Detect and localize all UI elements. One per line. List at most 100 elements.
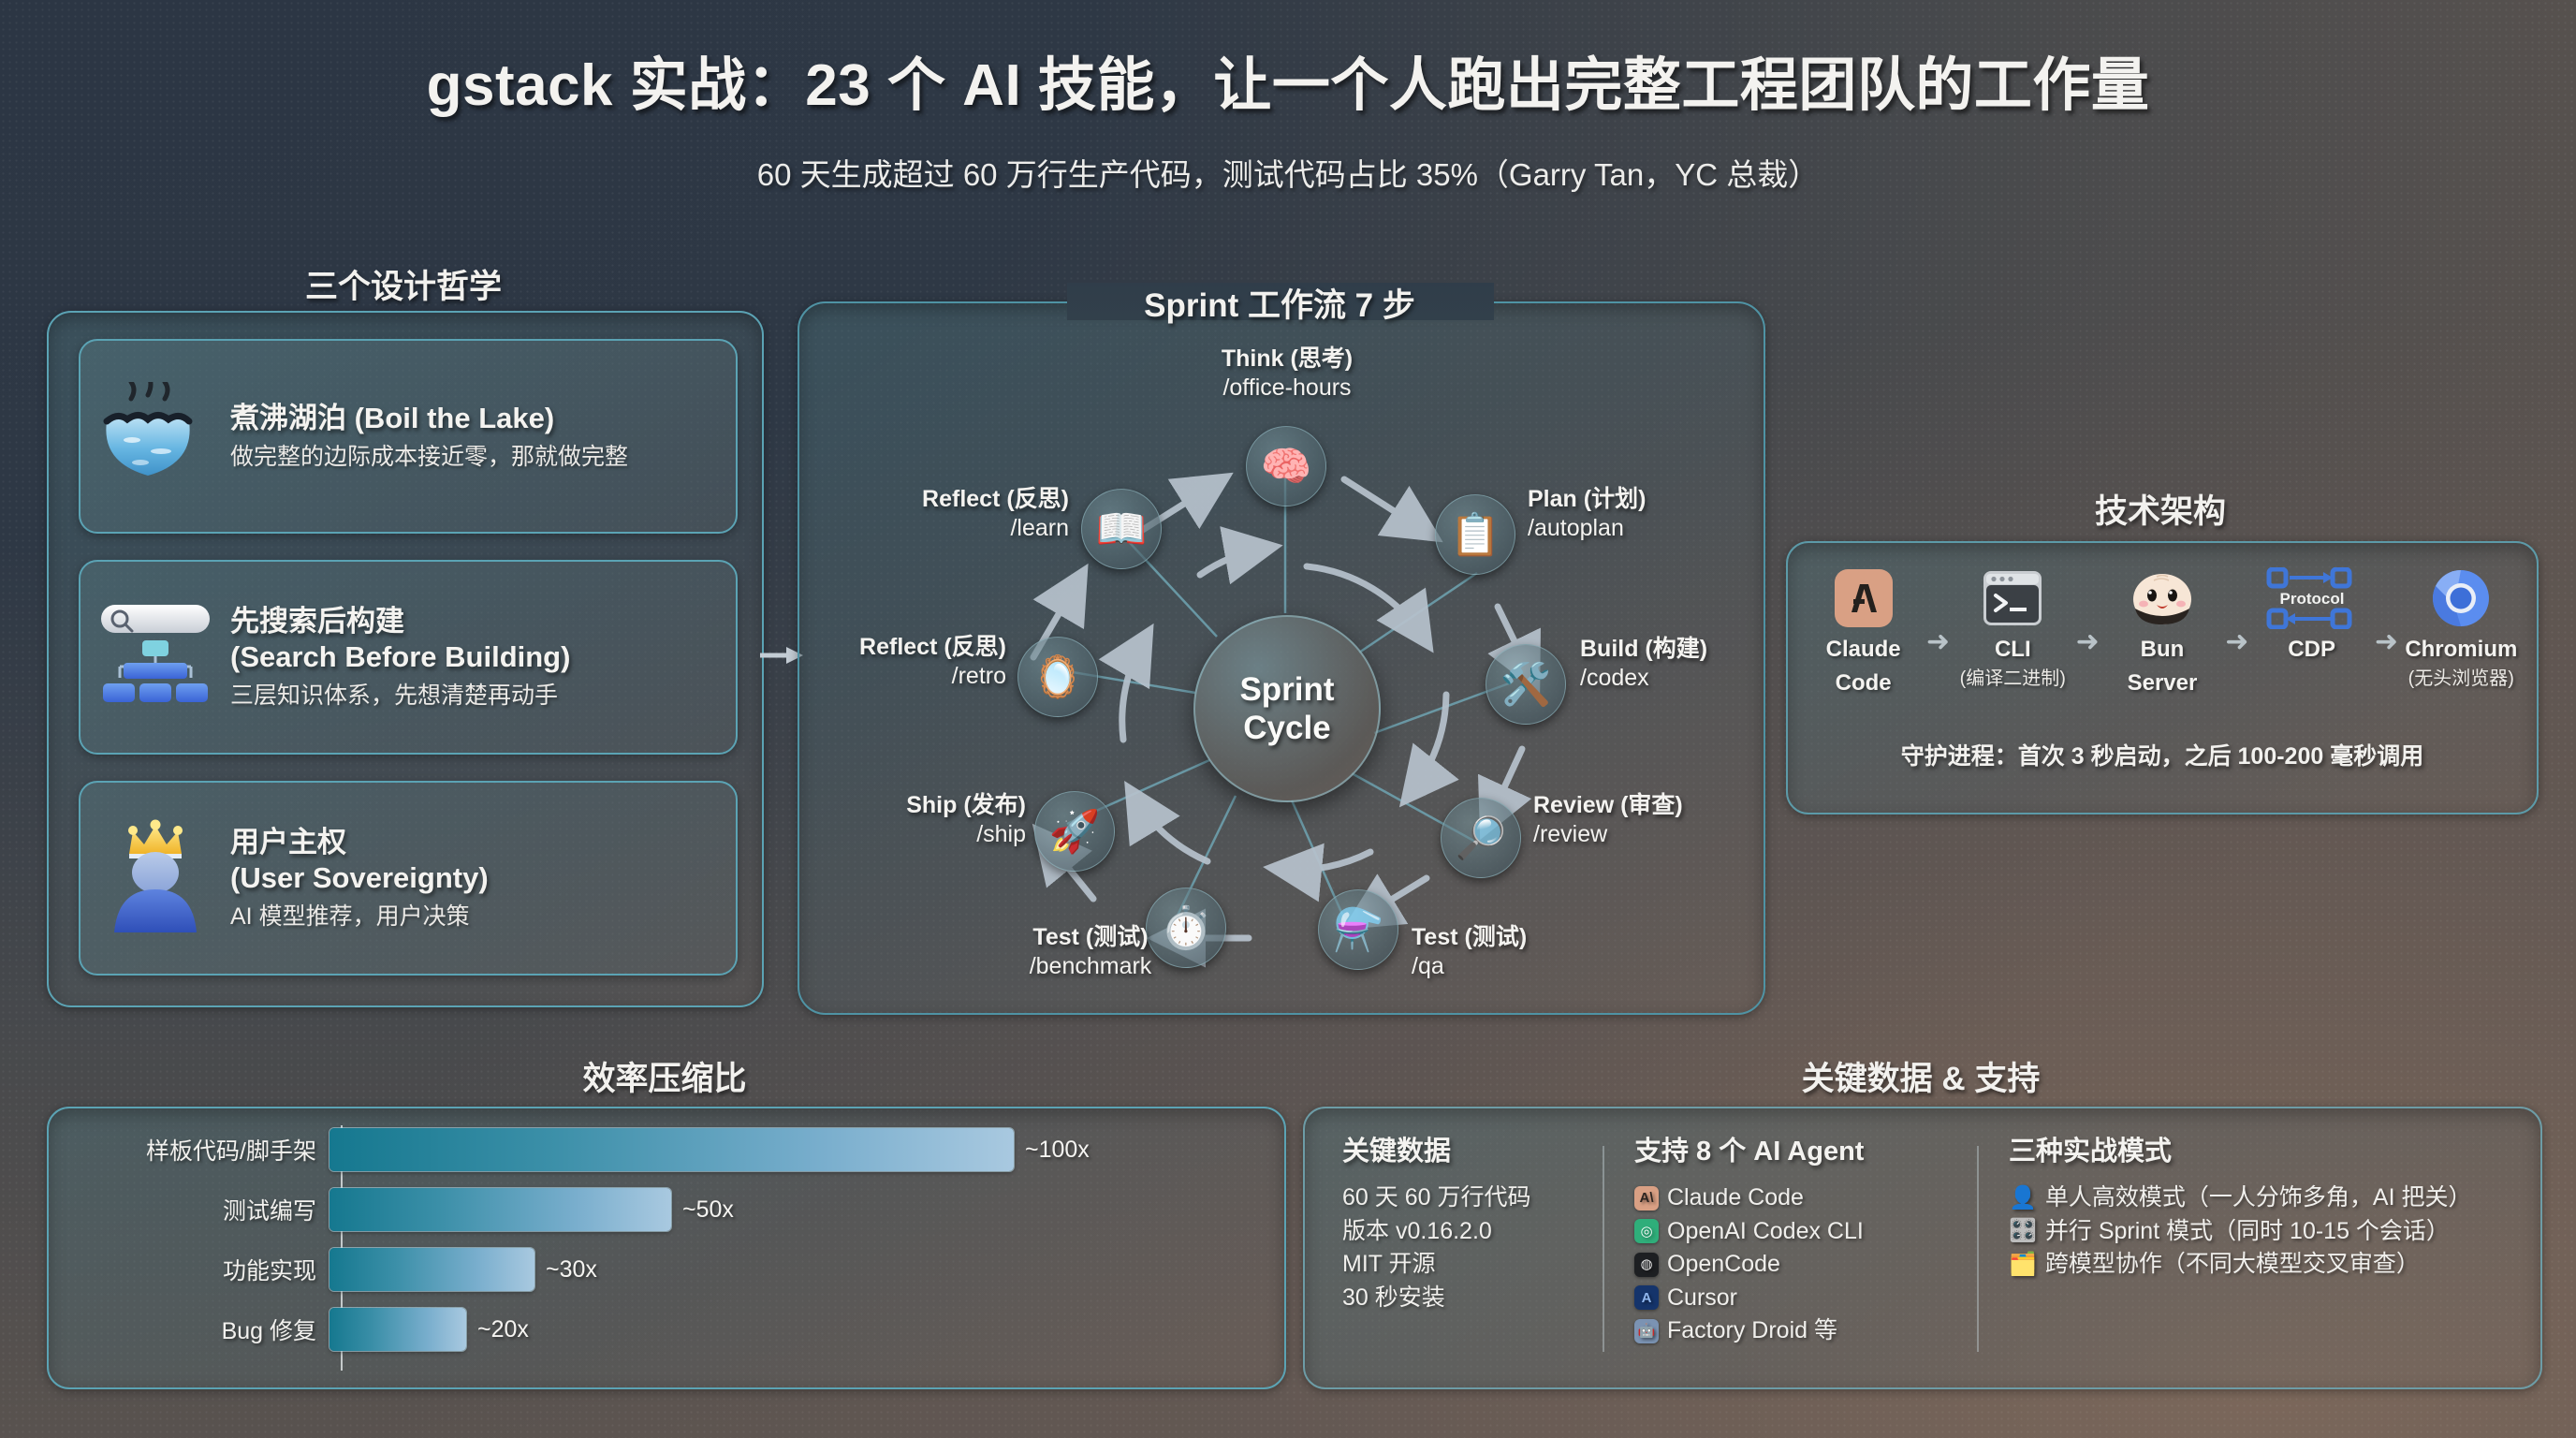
mode-list-item[interactable]: 👤单人高效模式（一人分饰多角，AI 把关） [2009, 1181, 2514, 1215]
agent-list-item[interactable]: ◍OpenCode [1634, 1248, 1962, 1282]
sprint-node-review[interactable]: 🔎 [1441, 798, 1521, 878]
keydata-col3-list: 👤单人高效模式（一人分饰多角，AI 把关）🎛️并行 Sprint 模式（同时 1… [2009, 1181, 2514, 1282]
chart-value-label: ~50x [682, 1196, 734, 1223]
anthropic-logo-icon [1802, 567, 1925, 629]
hub-line-2: Cycle [1243, 710, 1331, 746]
tech-item-claude-code[interactable]: Claude Code [1802, 567, 1925, 697]
bun-logo-icon [2100, 567, 2224, 629]
search-hierarchy-icon [80, 601, 230, 714]
tech-pipeline: Claude Code ➜ CLI (编译二进制) [1788, 567, 2537, 697]
chart-category-label: Bug 修复 [221, 1318, 316, 1344]
keydata-column-modes: 三种实战模式 👤单人高效模式（一人分饰多角，AI 把关）🎛️并行 Sprint … [2009, 1129, 2514, 1282]
keydata-stat-item: 版本 v0.16.2.0 [1342, 1217, 1492, 1244]
agent-label: Cursor [1667, 1284, 1738, 1311]
magnifier-code-icon: 🔎 [1455, 815, 1507, 861]
tech-daemon-note: 守护进程：首次 3 秒启动，之后 100-200 毫秒调用 [1900, 743, 2424, 770]
philosophy-card-sub: 做完整的边际成本接近零，那就做完整 [230, 443, 629, 470]
anthropic-logo-icon: A\ [1634, 1185, 1659, 1211]
keydata-col3-heading: 三种实战模式 [2009, 1137, 2173, 1167]
tech-item-bun-server[interactable]: Bun Server [2100, 567, 2224, 697]
tech-arrow-icon: ➜ [2374, 625, 2399, 657]
philosophy-card-sub: 三层知识体系，先想清楚再动手 [230, 682, 559, 709]
cdp-protocol-label: Protocol [2279, 590, 2344, 608]
keydata-divider-1 [1603, 1146, 1604, 1352]
keydata-stat-item: 60 天 60 万行代码 [1342, 1184, 1531, 1211]
philosophy-panel: 煮沸湖泊 (Boil the Lake) 做完整的边际成本接近零，那就做完整 [47, 311, 764, 1007]
sprint-node-ship[interactable]: 🚀 [1034, 791, 1115, 872]
chart-bar-row: 样板代码/脚手架 ~100x [49, 1127, 1090, 1172]
sprint-node-build-label: Build (构建) /codex [1580, 636, 1708, 691]
chart-value-label: ~100x [1025, 1136, 1090, 1163]
chart-bar [329, 1188, 671, 1231]
agent-list-item[interactable]: 🤖Factory Droid 等 [1634, 1314, 1962, 1348]
tech-item-line1: CLI [1994, 637, 2031, 662]
philosophy-card-heading-line2: (User Sovereignty) [230, 860, 489, 894]
brain-icon: 🧠 [1260, 444, 1312, 490]
sprint-cycle-hub: Sprint Cycle [1193, 615, 1381, 802]
tech-item-line2: Server [2127, 670, 2198, 696]
mode-list-item[interactable]: 🗂️跨模型协作（不同大模型交叉审查） [2009, 1248, 2514, 1282]
philosophy-card-user-sovereignty[interactable]: 用户主权 (User Sovereignty) AI 模型推荐，用户决策 [79, 781, 738, 976]
philosophy-card-heading-line1: 先搜索后构建 [230, 604, 404, 638]
tech-item-chromium[interactable]: Chromium (无头浏览器) [2399, 567, 2523, 690]
sprint-title-backdrop [1067, 283, 1494, 320]
keydata-stat-item: MIT 开源 [1342, 1251, 1436, 1277]
sprint-node-qa-label: Test (测试) /qa [1412, 924, 1528, 979]
sprint-node-build[interactable]: 🛠️ [1486, 644, 1566, 725]
tech-item-cli[interactable]: CLI (编译二进制) [1951, 567, 2074, 690]
boiling-lake-icon [80, 372, 230, 492]
chart-category-label: 样板代码/脚手架 [146, 1138, 316, 1165]
clipboard-gear-icon: 📋 [1449, 512, 1501, 558]
philosophy-card-boil-the-lake[interactable]: 煮沸湖泊 (Boil the Lake) 做完整的边际成本接近零，那就做完整 [79, 339, 738, 534]
tech-item-cdp[interactable]: Protocol CDP [2250, 567, 2374, 663]
tech-item-line2: (编译二进制) [1959, 668, 2066, 689]
sprint-node-think[interactable]: 🧠 [1246, 426, 1326, 506]
keydata-section-title: 关键数据 & 支持 [1801, 1061, 2041, 1097]
tech-item-line1: Claude [1825, 637, 1901, 662]
tech-section-title: 技术架构 [2094, 493, 2226, 530]
chromium-logo-icon [2399, 567, 2523, 629]
openai-logo-icon: ◎ [1634, 1219, 1659, 1244]
chart-category-label: 测试编写 [222, 1198, 316, 1225]
sprint-node-retro[interactable]: 🪞 [1017, 637, 1098, 717]
keydata-col2-heading: 支持 8 个 AI Agent [1634, 1137, 1865, 1167]
page-subtitle: 60 天生成超过 60 万行生产代码，测试代码占比 35%（Garry Tan，… [756, 157, 1820, 192]
tech-architecture-panel: Claude Code ➜ CLI (编译二进制) [1786, 541, 2539, 814]
sprint-node-plan[interactable]: 📋 [1435, 494, 1515, 575]
sprint-node-think-label: Think (思考) /office-hours [1221, 345, 1354, 401]
sprint-node-benchmark-label: Test (测试) /benchmark [1029, 924, 1152, 979]
tech-item-line2: (无头浏览器) [2408, 668, 2514, 689]
open-book-icon: 📖 [1095, 506, 1148, 552]
philosophy-card-search-before-building[interactable]: 先搜索后构建 (Search Before Building) 三层知识体系，先… [79, 560, 738, 755]
tech-item-line1: Bun [2140, 637, 2185, 662]
crowned-user-icon [80, 818, 230, 939]
chart-bar [329, 1308, 466, 1351]
chart-bar-row: 测试编写 ~50x [49, 1187, 734, 1232]
agent-list-item[interactable]: ◎OpenAI Codex CLI [1634, 1215, 1962, 1249]
chart-section-title: 效率压缩比 [582, 1061, 747, 1097]
agent-list-item[interactable]: A\ Claude Code [1634, 1181, 1962, 1215]
tech-arrow-icon: ➜ [2075, 625, 2100, 657]
tech-item-line1: Chromium [2405, 637, 2518, 662]
chart-value-label: ~20x [477, 1315, 529, 1343]
chart-bar [329, 1248, 534, 1291]
rocket-icon: 🚀 [1048, 809, 1101, 855]
philosophy-section-title: 三个设计哲学 [304, 269, 502, 305]
sprint-node-learn[interactable]: 📖 [1081, 489, 1162, 569]
single-user-icon: 👤 [2009, 1184, 2037, 1211]
chart-bar-row: Bug 修复 ~20x [49, 1307, 529, 1352]
tech-item-line2: Code [1835, 670, 1892, 696]
agent-label: Claude Code [1667, 1184, 1804, 1211]
page-title: gstack 实战：23 个 AI 技能，让一个人跑出完整工程团队的工作量 [426, 53, 2150, 118]
mode-list-item[interactable]: 🎛️并行 Sprint 模式（同时 10-15 个会话） [2009, 1215, 2514, 1249]
sprint-node-benchmark[interactable]: ⏱️ [1146, 888, 1226, 968]
stopwatch-icon: ⏱️ [1160, 905, 1212, 951]
keydata-divider-2 [1977, 1146, 1979, 1352]
mode-label: 并行 Sprint 模式（同时 10-15 个会话） [2044, 1217, 2450, 1244]
sprint-node-qa[interactable]: ⚗️ [1318, 889, 1398, 970]
